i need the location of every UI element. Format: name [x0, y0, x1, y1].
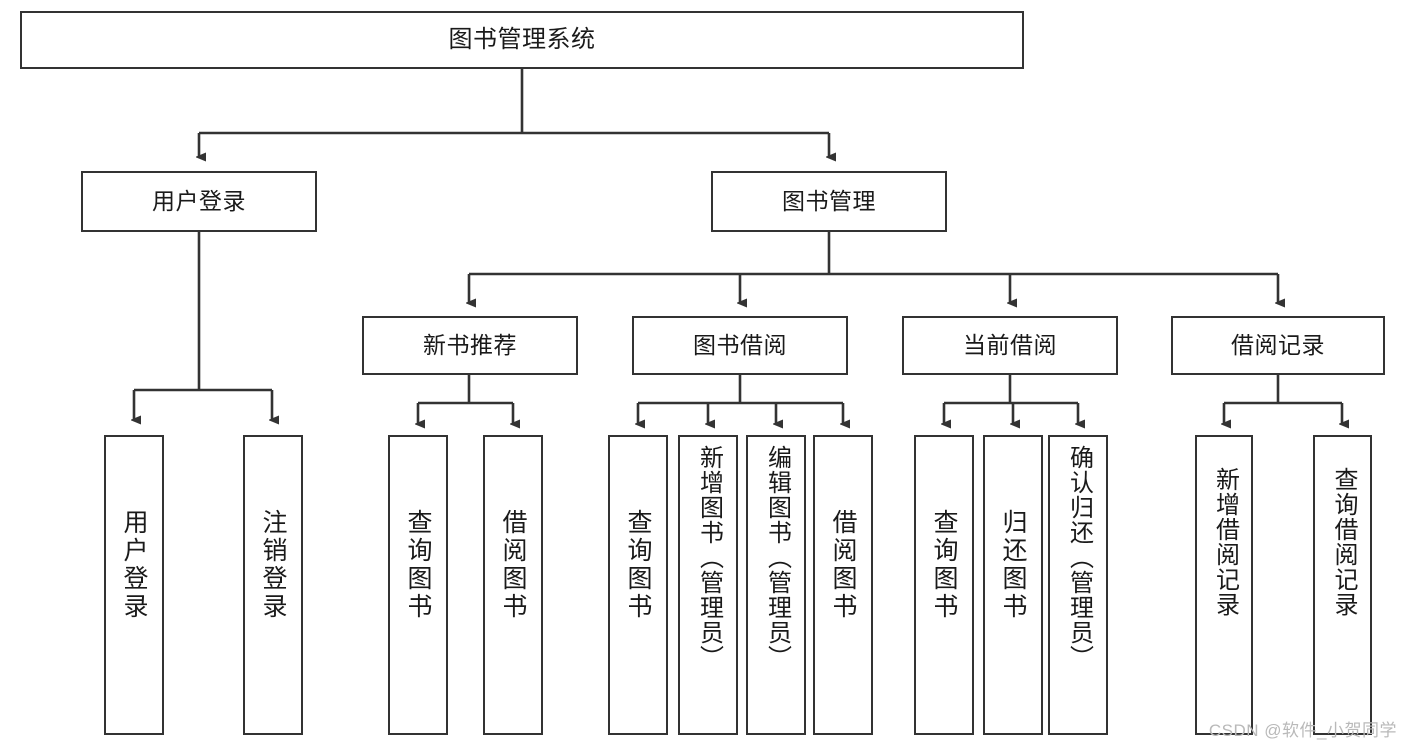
node-label: 查询图书 [930, 509, 958, 621]
node-label: 查询图书 [404, 509, 432, 621]
node-label: 图书管理系统 [448, 25, 596, 53]
leaf-user-login-logout[interactable]: 注销登录 [243, 435, 303, 735]
node-label: 用户登录 [120, 509, 148, 621]
node-label: 图书管理 [782, 187, 876, 214]
node-book-borrow[interactable]: 图书借阅 [632, 316, 848, 375]
node-root-library-system[interactable]: 图书管理系统 [20, 11, 1024, 69]
leaf-new-book-query-book[interactable]: 查询图书 [388, 435, 448, 735]
node-new-book-recommend[interactable]: 新书推荐 [362, 316, 578, 375]
leaf-borrow-record-add-record[interactable]: 新增借阅记录 [1195, 435, 1253, 735]
node-label: 查询图书 [624, 509, 652, 621]
leaf-new-book-borrow-book[interactable]: 借阅图书 [483, 435, 543, 735]
node-label: 确认归还（管理员） [1065, 445, 1093, 670]
node-label: 借阅记录 [1231, 331, 1325, 358]
leaf-current-borrow-confirm-return-admin[interactable]: 确认归还（管理员） [1048, 435, 1108, 735]
node-label: 用户登录 [152, 187, 246, 214]
node-label: 当前借阅 [963, 331, 1057, 358]
node-label: 借阅图书 [499, 509, 527, 621]
leaf-current-borrow-return-book[interactable]: 归还图书 [983, 435, 1043, 735]
node-label: 借阅图书 [829, 509, 857, 621]
node-book-management[interactable]: 图书管理 [711, 171, 947, 232]
node-label: 图书借阅 [693, 331, 787, 358]
leaf-book-borrow-add-book-admin[interactable]: 新增图书（管理员） [678, 435, 738, 735]
node-user-login[interactable]: 用户登录 [81, 171, 317, 232]
node-label: 查询借阅记录 [1329, 467, 1357, 617]
leaf-current-borrow-query-book[interactable]: 查询图书 [914, 435, 974, 735]
node-label: 新增图书（管理员） [695, 445, 723, 670]
node-current-borrow[interactable]: 当前借阅 [902, 316, 1118, 375]
node-borrow-record[interactable]: 借阅记录 [1171, 316, 1385, 375]
watermark-text: CSDN @软件_小贺同学 [1208, 721, 1397, 740]
leaf-book-borrow-borrow-book[interactable]: 借阅图书 [813, 435, 873, 735]
leaf-borrow-record-query-record[interactable]: 查询借阅记录 [1313, 435, 1372, 735]
leaf-user-login-login[interactable]: 用户登录 [104, 435, 164, 735]
node-label: 归还图书 [999, 509, 1027, 621]
leaf-book-borrow-edit-book-admin[interactable]: 编辑图书（管理员） [746, 435, 806, 735]
leaf-book-borrow-query-book[interactable]: 查询图书 [608, 435, 668, 735]
node-label: 注销登录 [259, 509, 287, 621]
node-label: 编辑图书（管理员） [763, 445, 791, 670]
node-label: 新增借阅记录 [1211, 467, 1239, 617]
node-label: 新书推荐 [423, 331, 517, 358]
